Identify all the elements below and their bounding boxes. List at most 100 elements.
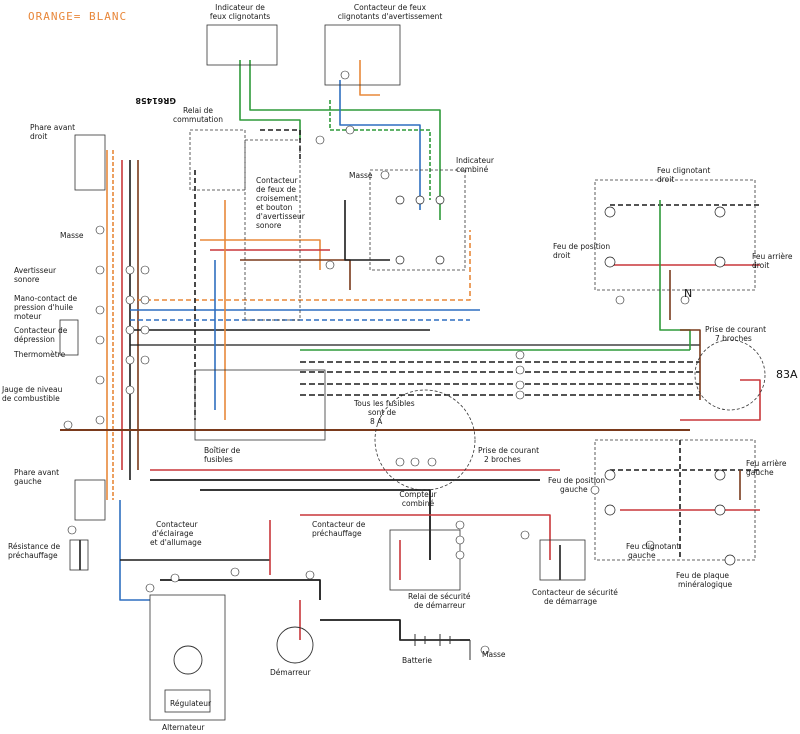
svg-text:sont de: sont de (368, 408, 396, 417)
label-jauge-niveau: Jauge de niveau de combustible (1, 385, 63, 403)
svg-text:droit: droit (553, 251, 570, 260)
svg-text:et bouton: et bouton (256, 203, 293, 212)
label-contacteur-depression: Contacteur de dépression (14, 326, 68, 344)
svg-text:pression d'huile: pression d'huile (14, 303, 73, 312)
label-contacteur-securite: Contacteur de sécurité de démarrage (532, 588, 618, 606)
label-demarreur: Démarreur (270, 668, 312, 677)
label-avertisseur-sonore: Avertisseur sonore (14, 266, 57, 284)
label-batterie: Batterie (402, 656, 432, 665)
svg-text:Contacteur de: Contacteur de (312, 520, 366, 529)
svg-text:Feu clignotant: Feu clignotant (626, 542, 679, 551)
label-tous-fusibles: Tous les fusibles sont de 8 A (353, 399, 415, 426)
svg-text:Avertisseur: Avertisseur (14, 266, 57, 275)
label-contacteur-feux-clignotants: Contacteur de feux clignotants d'avertis… (338, 3, 443, 21)
svg-text:préchauffage: préchauffage (312, 529, 362, 538)
label-phare-avant-droit: Phare avant droit (30, 123, 75, 141)
svg-text:droit: droit (752, 261, 769, 270)
label-alternateur: Alternateur (162, 723, 205, 732)
svg-text:gauche: gauche (14, 477, 42, 486)
svg-text:2 broches: 2 broches (484, 455, 521, 464)
svg-text:droit: droit (657, 175, 674, 184)
label-phare-avant-gauche: Phare avant gauche (14, 468, 59, 486)
label-thermometre: Thermomètre (13, 350, 66, 359)
svg-text:Mano-contact de: Mano-contact de (14, 294, 77, 303)
svg-text:Indicateur de: Indicateur de (215, 3, 265, 12)
svg-text:Jauge de niveau: Jauge de niveau (1, 385, 63, 394)
svg-text:Phare avant: Phare avant (30, 123, 75, 132)
connector-nodes (63, 70, 690, 655)
svg-text:Feu de plaque: Feu de plaque (676, 571, 729, 580)
label-compteur-combine: Compteur combiné (399, 490, 437, 508)
label-resistance-prechauffage: Résistance de préchauffage (8, 542, 61, 560)
svg-text:minéralogique: minéralogique (678, 580, 732, 589)
svg-text:Relai de: Relai de (183, 106, 213, 115)
svg-text:Feu clignotant: Feu clignotant (657, 166, 710, 175)
svg-text:fusibles: fusibles (204, 455, 233, 464)
svg-text:Phare avant: Phare avant (14, 468, 59, 477)
svg-text:croisement: croisement (256, 194, 298, 203)
drawing-code-label: GR61458 (135, 96, 176, 105)
svg-text:Feu arrière: Feu arrière (752, 252, 793, 261)
svg-text:Contacteur: Contacteur (256, 176, 299, 185)
svg-text:commutation: commutation (173, 115, 223, 124)
svg-text:de démarrage: de démarrage (544, 597, 597, 606)
label-indicateur-combine: Indicateur combiné (456, 156, 495, 174)
svg-text:gauche: gauche (628, 551, 656, 560)
svg-text:gauche: gauche (746, 468, 774, 477)
label-contacteur-eclairage: Contacteur d'éclairage et d'allumage (150, 520, 202, 547)
lamp-symbols (395, 195, 736, 566)
svg-text:Contacteur de: Contacteur de (14, 326, 68, 335)
svg-text:de démarreur: de démarreur (414, 601, 466, 610)
svg-text:dépression: dépression (14, 335, 55, 344)
label-feu-plaque: Feu de plaque minéralogique (676, 571, 732, 589)
label-masse-left: Masse (60, 231, 84, 240)
svg-text:Contacteur de sécurité: Contacteur de sécurité (532, 588, 618, 597)
svg-text:Prise de courant: Prise de courant (478, 446, 539, 455)
svg-text:sonore: sonore (14, 275, 40, 284)
label-feu-clignotant-gauche: Feu clignotant gauche (626, 542, 679, 560)
label-contacteur-prechauffage: Contacteur de préchauffage (312, 520, 366, 538)
label-contacteur-feux-croisement: Contacteur de feux de croisement et bout… (256, 176, 306, 230)
label-feu-arriere-droit: Feu arrière droit (752, 252, 793, 270)
label-prise-courant-7: Prise de courant 7 broches (705, 325, 766, 343)
svg-text:droit: droit (30, 132, 47, 141)
svg-text:Tous les fusibles: Tous les fusibles (353, 399, 415, 408)
svg-text:Feu arrière: Feu arrière (746, 459, 787, 468)
label-indicateur-feux-clignotants: Indicateur de feux clignotants (210, 3, 270, 21)
handwritten-mark-n: N (684, 287, 692, 300)
svg-text:Boîtier de: Boîtier de (204, 446, 241, 455)
svg-text:de feux de: de feux de (256, 185, 296, 194)
label-masse-center: Masse (349, 171, 373, 180)
wire-layer (60, 60, 761, 641)
svg-text:clignotants d'avertissement: clignotants d'avertissement (338, 12, 443, 21)
label-feu-clignotant-droit: Feu clignotant droit (657, 166, 710, 184)
label-feu-position-gauche: Feu de position gauche (548, 476, 605, 494)
svg-text:combiné: combiné (402, 499, 435, 508)
svg-text:7 broches: 7 broches (715, 334, 752, 343)
svg-text:combiné: combiné (456, 165, 489, 174)
svg-text:de combustible: de combustible (2, 394, 60, 403)
svg-text:Contacteur: Contacteur (156, 520, 199, 529)
svg-text:gauche: gauche (560, 485, 588, 494)
svg-text:Feu de position: Feu de position (553, 242, 610, 251)
label-prise-courant-2: Prise de courant 2 broches (478, 446, 539, 464)
svg-text:Contacteur de feux: Contacteur de feux (354, 3, 427, 12)
svg-text:préchauffage: préchauffage (8, 551, 58, 560)
label-masse-bottom: Masse (482, 650, 506, 659)
svg-text:feux clignotants: feux clignotants (210, 12, 270, 21)
svg-text:sonore: sonore (256, 221, 282, 230)
svg-text:Compteur: Compteur (399, 490, 437, 499)
component-boxes (59, 24, 766, 721)
handwritten-mark-83a: 83A (776, 368, 798, 381)
label-relai-commutation: Relai de commutation (173, 106, 223, 124)
svg-text:d'éclairage: d'éclairage (152, 529, 194, 538)
svg-text:8 A: 8 A (370, 417, 383, 426)
svg-text:Relai de sécurité: Relai de sécurité (408, 592, 471, 601)
label-feu-arriere-gauche: Feu arrière gauche (746, 459, 787, 477)
label-boitier-fusibles: Boîtier de fusibles (204, 446, 241, 464)
svg-text:Prise de courant: Prise de courant (705, 325, 766, 334)
svg-text:Résistance de: Résistance de (8, 542, 61, 551)
label-relai-securite: Relai de sécurité de démarreur (408, 592, 471, 610)
label-regulateur: Régulateur (170, 699, 212, 708)
